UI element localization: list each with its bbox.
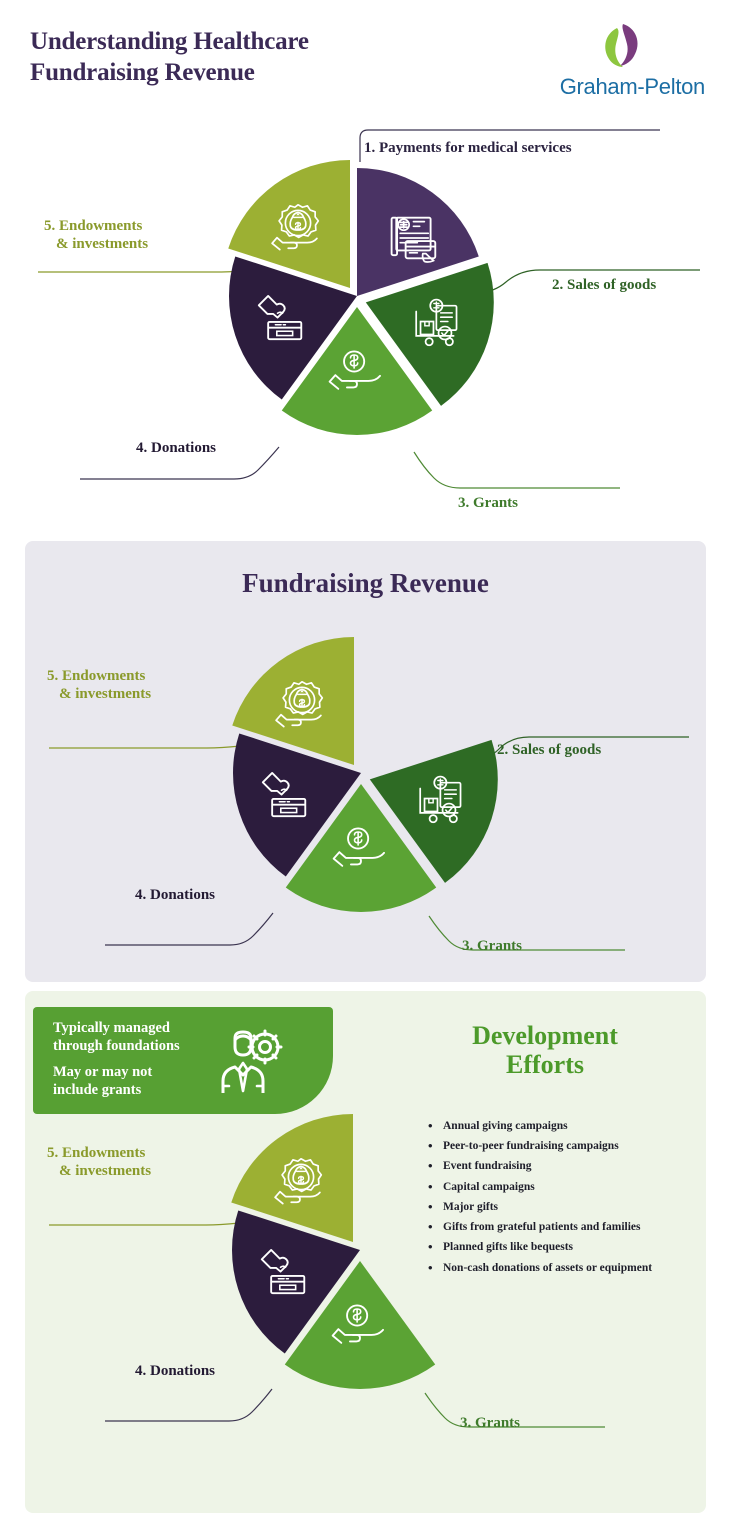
label-grants[interactable]: 3. Grants bbox=[462, 938, 522, 954]
callout-block-2: May or may not include grants bbox=[53, 1063, 243, 1099]
callout-block-1: Typically managed through foundations bbox=[53, 1019, 243, 1055]
pie-segment-endowments[interactable] bbox=[228, 160, 350, 288]
pie-segment-donations[interactable] bbox=[229, 256, 357, 400]
label-endowments-line-1: 5. Endowments bbox=[47, 668, 146, 684]
label-endowments-investments[interactable]: 5. Endowments & investments bbox=[47, 668, 222, 703]
page-title-line-1: Understanding Healthcare bbox=[30, 28, 309, 55]
list-item: Capital campaigns bbox=[428, 1179, 695, 1195]
panel-2-heading: Fundraising Revenue bbox=[242, 568, 489, 598]
label-endowments-investments[interactable]: 5. Endowments & investments bbox=[47, 1145, 222, 1180]
list-item: Peer-to-peer fundraising campaigns bbox=[428, 1138, 695, 1154]
development-efforts-line-2: Efforts bbox=[506, 1050, 584, 1080]
callout-line-4: include grants bbox=[53, 1082, 142, 1099]
list-item: Planned gifts like bequests bbox=[428, 1239, 695, 1255]
label-endowments-investments[interactable]: 5. Endowments & investments bbox=[44, 218, 214, 253]
label-endowments-line-2: & investments bbox=[59, 685, 152, 702]
label-endowments-line-2: & investments bbox=[59, 1162, 152, 1179]
pie-segment-endowments[interactable] bbox=[231, 1114, 353, 1242]
pie-chart-panel-1 bbox=[228, 160, 494, 435]
pie-segment-payments[interactable] bbox=[357, 167, 479, 296]
callout-line-1: Typically managed bbox=[53, 1020, 170, 1036]
person-gear-icon bbox=[221, 1029, 283, 1093]
label-donations[interactable]: 4. Donations bbox=[136, 440, 217, 456]
pie-segment-sales[interactable] bbox=[365, 262, 494, 406]
list-item: Major gifts bbox=[428, 1199, 695, 1215]
page-title: Understanding Healthcare Fundraising Rev… bbox=[30, 26, 309, 88]
development-efforts-list: Annual giving campaigns Peer-to-peer fun… bbox=[425, 1118, 695, 1281]
label-donations[interactable]: 4. Donations bbox=[135, 1363, 216, 1379]
label-endowments-line-1: 5. Endowments bbox=[47, 1145, 146, 1161]
bullet-list: Annual giving campaigns Peer-to-peer fun… bbox=[425, 1118, 695, 1276]
development-efforts-title: Development Efforts bbox=[395, 1021, 695, 1079]
pie-segment-grants[interactable] bbox=[284, 1261, 436, 1389]
panel-development-efforts: Typically managed through foundations Ma… bbox=[25, 991, 706, 1513]
callout-text: Typically managed through foundations Ma… bbox=[53, 1019, 243, 1108]
pie-segment-sales[interactable] bbox=[369, 739, 498, 883]
development-efforts-line-1: Development bbox=[472, 1021, 618, 1050]
label-sales-of-goods[interactable]: 2. Sales of goods bbox=[552, 277, 657, 293]
panel-fundraising-revenue: Fundraising Revenue bbox=[25, 541, 706, 982]
pie-segment-endowments[interactable] bbox=[232, 637, 354, 765]
page-title-line-2: Fundraising Revenue bbox=[30, 59, 255, 86]
header: Understanding Healthcare Fundraising Rev… bbox=[0, 0, 731, 122]
list-item: Non-cash donations of assets or equipmen… bbox=[428, 1260, 695, 1276]
pie-chart-panel-3 bbox=[231, 1114, 488, 1389]
label-endowments-line-1: 5. Endowments bbox=[44, 218, 143, 234]
list-item: Gifts from grateful patients and familie… bbox=[428, 1219, 695, 1235]
brand-logo: Graham-Pelton bbox=[545, 22, 705, 100]
callout-line-3: May or may not bbox=[53, 1064, 153, 1081]
pie-segment-grants[interactable] bbox=[281, 307, 433, 435]
logo-wordmark: Graham-Pelton bbox=[559, 74, 706, 99]
panel-full-revenue: 1. Payments for medical services 2. Sale… bbox=[0, 122, 731, 534]
label-endowments-line-2: & investments bbox=[56, 235, 149, 252]
label-donations[interactable]: 4. Donations bbox=[135, 887, 216, 903]
list-item: Annual giving campaigns bbox=[428, 1118, 695, 1134]
pie-segment-donations[interactable] bbox=[233, 733, 361, 877]
graham-pelton-swirl-icon bbox=[605, 24, 638, 67]
label-grants[interactable]: 3. Grants bbox=[458, 495, 518, 511]
label-payments-for-medical-services[interactable]: 1. Payments for medical services bbox=[364, 140, 572, 156]
callout-line-2: through foundations bbox=[53, 1038, 180, 1055]
pie-segment-grants[interactable] bbox=[285, 784, 437, 912]
label-sales-of-goods[interactable]: 2. Sales of goods bbox=[497, 742, 602, 758]
foundations-callout: Typically managed through foundations Ma… bbox=[33, 1007, 333, 1114]
list-item: Event fundraising bbox=[428, 1158, 695, 1174]
pie-segment-donations[interactable] bbox=[232, 1210, 360, 1354]
pie-chart-panel-2 bbox=[232, 637, 498, 912]
label-grants[interactable]: 3. Grants bbox=[460, 1415, 520, 1431]
